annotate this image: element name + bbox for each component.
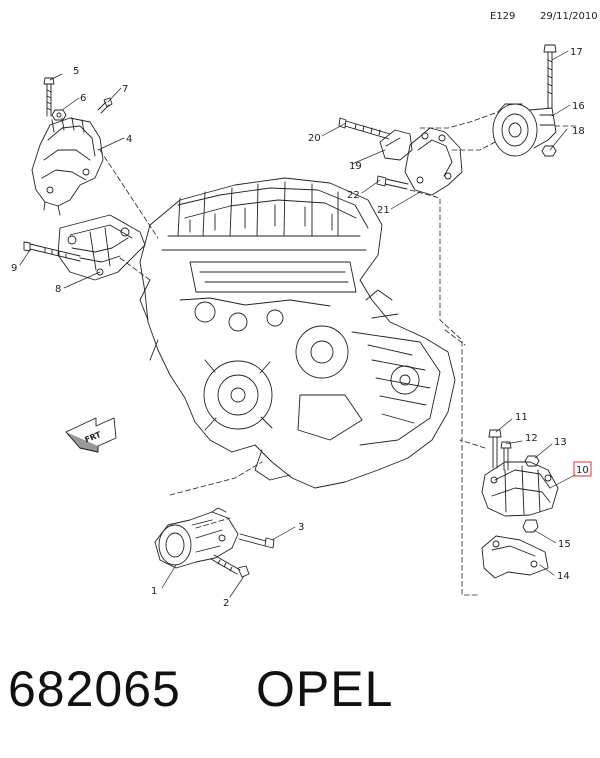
callout-22: 22 xyxy=(347,190,360,201)
callout-8: 8 xyxy=(55,284,61,295)
callout-5: 5 xyxy=(73,66,79,77)
callout-15: 15 xyxy=(558,539,571,550)
left-engine-mount-4 xyxy=(31,117,104,216)
bolt-22 xyxy=(376,175,409,190)
nut-18 xyxy=(541,145,557,157)
callout-21: 21 xyxy=(377,205,390,216)
callout-13: 13 xyxy=(554,437,567,448)
part-number: 682065 xyxy=(8,661,181,717)
front-direction-arrow-icon xyxy=(65,417,117,453)
bolt-3 xyxy=(238,533,275,549)
nut-13 xyxy=(524,455,540,467)
nut-6 xyxy=(51,109,67,121)
bracket-14 xyxy=(481,535,549,579)
bracket-8 xyxy=(57,214,146,281)
callout-16: 16 xyxy=(572,101,585,112)
callout-12: 12 xyxy=(525,433,538,444)
callout-10-highlight-box xyxy=(573,461,592,477)
bolt-17 xyxy=(543,44,557,109)
nut-15 xyxy=(522,519,539,533)
transmission-mount-10 xyxy=(481,461,559,517)
bracket-21 xyxy=(404,127,463,196)
diagram-code: E129 xyxy=(490,11,516,22)
bolt-9 xyxy=(23,241,81,262)
callout-2: 2 xyxy=(223,598,229,609)
right-engine-mount-16 xyxy=(492,103,557,157)
engine-gearbox-assembly xyxy=(139,177,456,489)
diagram-date: 29/11/2010 xyxy=(540,11,598,22)
callout-9: 9 xyxy=(11,263,17,274)
lower-mount-1 xyxy=(154,507,239,569)
callout-6: 6 xyxy=(80,93,86,104)
callout-4: 4 xyxy=(126,134,132,145)
shield-19 xyxy=(379,129,413,161)
callout-18: 18 xyxy=(572,126,585,137)
callout-1: 1 xyxy=(151,586,157,597)
callout-19: 19 xyxy=(349,161,362,172)
bolt-5 xyxy=(43,77,55,117)
bolt-11 xyxy=(488,429,502,469)
bolt-12 xyxy=(500,441,512,471)
brand-name: OPEL xyxy=(256,661,394,717)
callout-14: 14 xyxy=(557,571,570,582)
bolt-20 xyxy=(338,117,391,140)
bolt-2 xyxy=(210,554,250,578)
callout-20: 20 xyxy=(308,133,321,144)
bolt-7 xyxy=(97,97,113,114)
callout-7: 7 xyxy=(122,84,128,95)
callout-10: 10 xyxy=(576,465,589,476)
callout-11: 11 xyxy=(515,412,528,423)
assembly-dashed-lines xyxy=(99,111,579,596)
callout-3: 3 xyxy=(298,522,304,533)
callout-17: 17 xyxy=(570,47,583,58)
leader-lines xyxy=(19,50,576,598)
exploded-parts-diagram: 5 6 7 4 9 8 17 16 18 20 19 22 21 11 12 1… xyxy=(11,44,592,609)
